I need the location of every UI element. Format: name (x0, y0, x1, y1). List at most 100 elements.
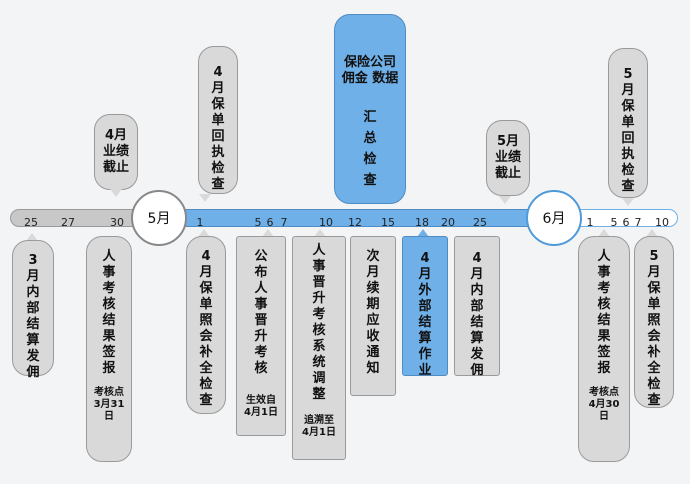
char: 签 (597, 345, 611, 360)
tick-label: 7 (280, 216, 288, 229)
char: 5 (623, 67, 633, 82)
char: 结 (597, 313, 611, 328)
char: 整 (312, 387, 326, 402)
note-line: 日 (104, 411, 114, 422)
char: 4 (201, 249, 211, 264)
char: 考 (102, 281, 116, 296)
event-card-hr-promo-system: 人事晋升考核系统调整 追溯至 4月1日 (292, 236, 346, 460)
char: 检 (621, 163, 635, 178)
char: 统 (312, 355, 326, 370)
char: 结 (418, 315, 432, 330)
char: 发 (470, 347, 484, 362)
event-text-line1: 保险公司 (343, 55, 396, 70)
pointer-up (417, 229, 429, 237)
char: 总 (363, 131, 377, 146)
char: 查 (211, 177, 225, 192)
char: 查 (199, 393, 213, 408)
char: 果 (102, 329, 116, 344)
char: 作 (418, 347, 432, 362)
char: 内 (26, 285, 40, 300)
tick-label: 27 (61, 216, 75, 229)
char: 结 (102, 313, 116, 328)
pointer-up (598, 229, 610, 237)
char: 补 (199, 345, 213, 360)
char: 查 (363, 173, 377, 188)
event-card-renewal-notice: 次月续期应收通知 (350, 236, 396, 396)
month-marker-june: 6月 (526, 190, 582, 246)
char: 升 (254, 329, 268, 344)
char: 单 (199, 297, 213, 312)
tick-label: 18 (415, 216, 429, 229)
char: 人 (102, 249, 116, 264)
pointer-up (646, 229, 658, 237)
tick-label: 1 (196, 216, 204, 229)
char: 回 (621, 131, 635, 146)
tick-label: 30 (110, 216, 124, 229)
char: 续 (366, 281, 380, 296)
char: 果 (597, 329, 611, 344)
pointer-down (622, 198, 634, 206)
char: 升 (312, 291, 326, 306)
char: 人 (254, 281, 268, 296)
tick-label: 6 (622, 216, 630, 229)
event-note: 考核点 3月31 日 (94, 387, 125, 423)
pointer-down (499, 196, 511, 204)
char: 事 (597, 265, 611, 280)
char: 执 (621, 147, 635, 162)
char: 布 (254, 265, 268, 280)
char: 3 (28, 253, 38, 268)
month-label: 5月 (147, 211, 171, 227)
tick-label: 1 (586, 216, 594, 229)
char: 保 (211, 97, 225, 112)
event-card-may-perf-cutoff: 5月 业绩 截止 (486, 120, 530, 196)
note-line: 追溯至 (303, 415, 334, 426)
event-text: 人事考核结果签报 (597, 249, 610, 377)
char: 单 (647, 297, 661, 312)
event-card-insurer-commission: 保险公司 佣金 数据 汇总检查 (334, 14, 406, 204)
tick-label: 25 (473, 216, 487, 229)
event-card-hr-assess-sign: 人事考核结果签报 考核点 3月31 日 (86, 236, 132, 462)
char: 检 (647, 377, 661, 392)
char: 通 (366, 345, 380, 360)
char: 保 (647, 281, 661, 296)
char: 补 (647, 345, 661, 360)
char: 月 (199, 265, 213, 280)
char: 算 (470, 331, 484, 346)
tick-label: 6 (266, 216, 274, 229)
event-text: 人事考核结果签报 (102, 249, 115, 377)
pointer-down (199, 194, 211, 202)
event-card-hr-assess-sign-2: 人事考核结果签报 考核点 4月30 日 (578, 236, 630, 462)
char: 调 (312, 371, 326, 386)
char: 算 (418, 331, 432, 346)
event-note: 考核点 4月30 日 (589, 387, 620, 423)
char: 月 (26, 269, 40, 284)
char: 佣 (26, 365, 40, 380)
char: 检 (363, 152, 377, 167)
month-marker-may: 5月 (131, 190, 187, 246)
char: 5 (649, 249, 659, 264)
char: 部 (418, 299, 432, 314)
char: 结 (470, 315, 484, 330)
event-text-line2: 佣金 数据 (341, 71, 399, 86)
char: 报 (597, 361, 611, 376)
char: 照 (199, 313, 213, 328)
char: 部 (470, 299, 484, 314)
event-note: 追溯至 4月1日 (302, 415, 336, 439)
char: 收 (366, 329, 380, 344)
char: 报 (102, 361, 116, 376)
pointer-up (26, 233, 38, 241)
note-line: 生效自 (245, 395, 276, 406)
char: 人 (312, 243, 326, 258)
tick-label: 25 (24, 216, 38, 229)
note-line: 考核点 (94, 387, 124, 398)
event-card-apr-perf-cutoff: 4月 业绩 截止 (94, 114, 138, 190)
char: 单 (621, 115, 635, 130)
tick-label: 10 (655, 216, 669, 229)
